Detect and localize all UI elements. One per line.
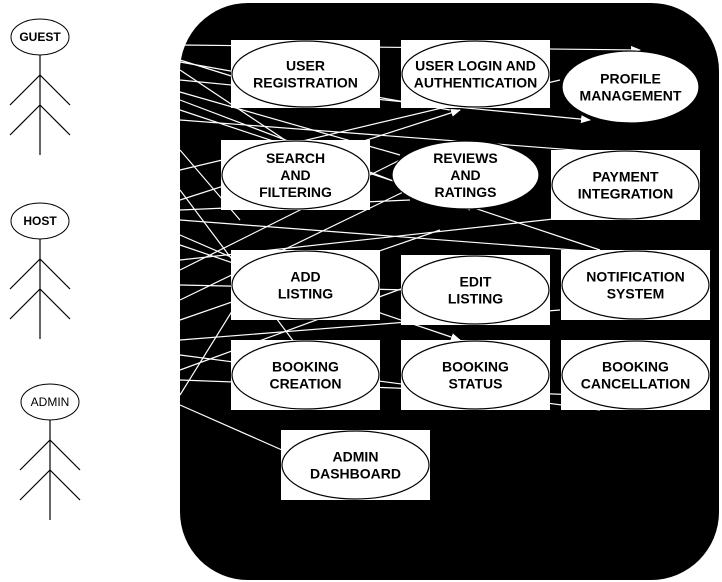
- actors: GUEST HOST ADMIN: [9, 18, 81, 520]
- use-case-ellipse: [231, 40, 380, 108]
- use-case-label: NOTIFICATION: [586, 269, 685, 285]
- actor-label: HOST: [23, 214, 57, 228]
- use-case-ellipse: [391, 140, 540, 210]
- use-case-label: RATINGS: [435, 184, 497, 200]
- use-case-ellipse: [231, 340, 380, 410]
- actor-label: ADMIN: [31, 395, 70, 409]
- use-case-ellipse: [561, 250, 710, 320]
- use-case-label: MANAGEMENT: [580, 88, 682, 104]
- use-case-label: INTEGRATION: [578, 186, 673, 202]
- use-case-ellipse: [231, 250, 380, 320]
- actor-stick-figure: [9, 239, 71, 339]
- use-case-label: LISTING: [278, 286, 333, 302]
- use-case-label: SYSTEM: [607, 286, 665, 302]
- use-case-ellipse: [551, 150, 700, 220]
- use-case-label: REVIEWS: [433, 150, 498, 166]
- use-case-ellipse: [401, 40, 550, 108]
- use-case-label: BOOKING: [602, 359, 669, 375]
- use-case-label: ADD: [290, 269, 320, 285]
- actor-stick-figure: [9, 55, 71, 155]
- use-case-label: AND: [450, 167, 480, 183]
- use-case-label: ADMIN: [333, 449, 379, 465]
- actor-guest: GUEST: [9, 18, 71, 155]
- actor-admin: ADMIN: [19, 383, 81, 520]
- association-line: [179, 404, 283, 451]
- use-case-label: CANCELLATION: [581, 376, 690, 392]
- use-case-ellipse: [221, 140, 370, 210]
- use-case-ellipse: [281, 430, 430, 500]
- use-case-label: AND: [280, 167, 310, 183]
- use-case-label: LISTING: [448, 291, 503, 307]
- use-case-label: BOOKING: [272, 359, 339, 375]
- use-case-label: EDIT: [460, 274, 492, 290]
- actor-label: GUEST: [19, 30, 61, 44]
- use-case-label: CREATION: [269, 376, 341, 392]
- use-case-label: BOOKING: [442, 359, 509, 375]
- use-case-ellipse: [401, 255, 550, 325]
- actor-host: HOST: [9, 202, 71, 339]
- use-case-label: USER LOGIN AND: [415, 58, 536, 74]
- actor-stick-figure: [19, 420, 81, 520]
- use-case-label: PROFILE: [600, 71, 661, 87]
- use-case-label: PAYMENT: [592, 169, 659, 185]
- use-case-ellipse: [561, 50, 700, 124]
- use-case-label: FILTERING: [259, 184, 332, 200]
- association-line: [179, 119, 641, 159]
- use-case-label: REGISTRATION: [253, 75, 358, 91]
- association-line: [179, 219, 601, 253]
- use-case-label: AUTHENTICATION: [414, 75, 537, 91]
- use-case-label: DASHBOARD: [310, 466, 401, 482]
- use-case-label: STATUS: [449, 376, 503, 392]
- association-line: [179, 109, 601, 251]
- association-line: [179, 69, 301, 151]
- use-case-label: USER: [286, 58, 325, 74]
- use-case-ellipse: [561, 340, 710, 410]
- use-case-label: SEARCH: [266, 150, 325, 166]
- use-case-ellipse: [401, 340, 550, 410]
